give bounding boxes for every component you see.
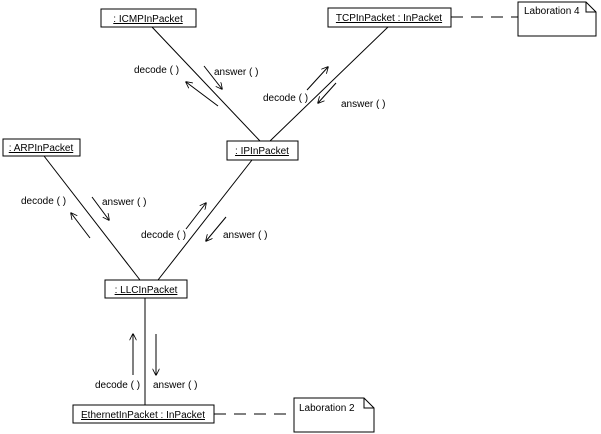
object-icmp[interactable]: : ICMPInPacket	[100, 8, 197, 28]
object-ip[interactable]: : IPInPacket	[226, 140, 299, 161]
msg-ip-answer: answer ( )	[223, 230, 267, 241]
msg-icmp-decode: decode ( )	[134, 65, 179, 76]
arrow-tcp-decode	[306, 67, 328, 91]
msg-arp-decode: decode ( )	[21, 196, 66, 207]
note-lab4[interactable]: Laboration 4	[517, 1, 597, 37]
object-llc-label: : LLCInPacket	[115, 285, 178, 296]
msg-tcp-answer: answer ( )	[341, 99, 385, 110]
object-tcp-label: TCPInPacket : InPacket	[336, 13, 442, 24]
arrow-tcp-answer	[318, 82, 337, 103]
msg-arp-answer: answer ( )	[102, 197, 146, 208]
note-lab2[interactable]: Laboration 2	[293, 397, 375, 433]
link-tcp-ip	[269, 26, 389, 142]
note-lab2-text: Laboration 2	[299, 403, 355, 414]
object-tcp[interactable]: TCPInPacket : InPacket	[327, 7, 452, 28]
object-icmp-label: : ICMPInPacket	[113, 14, 183, 25]
msg-eth-decode: decode ( )	[95, 380, 140, 391]
msg-icmp-answer: answer ( )	[214, 67, 258, 78]
object-llc[interactable]: : LLCInPacket	[104, 279, 188, 299]
msg-tcp-decode: decode ( )	[263, 93, 308, 104]
note-lab4-text: Laboration 4	[524, 6, 580, 17]
arrow-icmp-decode	[186, 82, 219, 107]
msg-eth-answer: answer ( )	[153, 380, 197, 391]
arrow-arp-answer	[91, 196, 109, 220]
msg-ip-decode: decode ( )	[141, 230, 186, 241]
object-ethernet-label: EthernetInPacket : InPacket	[81, 410, 205, 421]
link-ip-llc	[157, 159, 253, 281]
link-icmp-ip	[151, 26, 261, 142]
arrow-ip-decode	[185, 203, 206, 230]
object-arp-label: : ARPInPacket	[9, 143, 74, 154]
object-arp[interactable]: : ARPInPacket	[2, 138, 81, 157]
object-ip-label: : IPInPacket	[235, 146, 289, 157]
arrow-ip-answer	[206, 216, 227, 241]
object-ethernet[interactable]: EthernetInPacket : InPacket	[72, 404, 215, 424]
link-arp-llc	[43, 155, 141, 281]
arrow-icmp-answer	[203, 65, 222, 89]
arrow-arp-decode	[71, 213, 91, 239]
